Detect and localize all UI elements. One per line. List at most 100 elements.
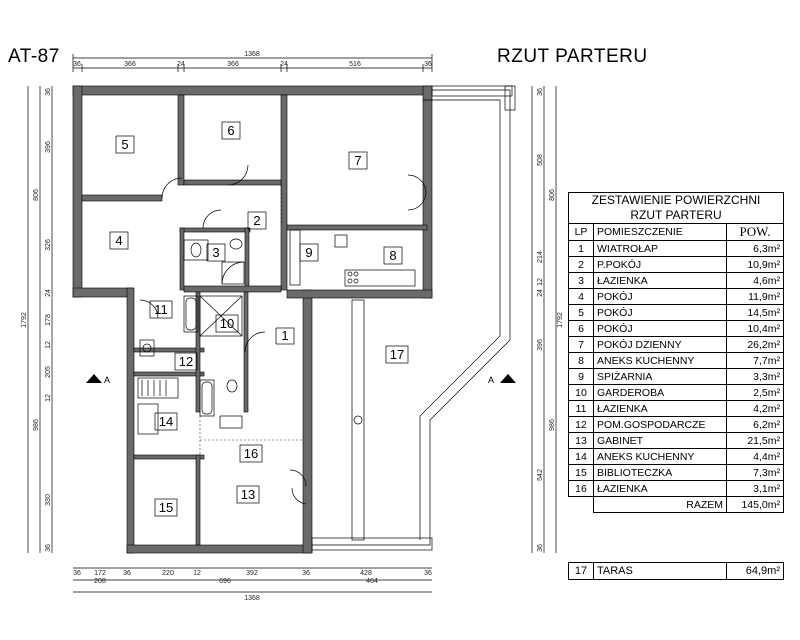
dim-seg: 24 — [177, 61, 185, 68]
svg-text:A: A — [104, 375, 110, 385]
dim-seg: 36 — [424, 570, 432, 577]
dim-seg: 24 — [280, 61, 288, 68]
left-dimension-line: 1792 36 396 806 326 24 178 12 205 12 986… — [21, 86, 53, 553]
row-area: 26,2m² — [726, 336, 784, 353]
dim-seg: 24 — [45, 289, 52, 297]
row-area: 2,5m² — [726, 384, 784, 401]
row-lp: 4 — [568, 288, 594, 305]
row-lp: 6 — [568, 320, 594, 337]
row-lp: 8 — [568, 352, 594, 369]
left-total-dim: 1792 — [21, 312, 28, 328]
dim-seg: 208 — [94, 578, 106, 585]
row-lp: 10 — [568, 384, 594, 401]
dim-seg: 986 — [33, 419, 40, 431]
dim-seg: 696 — [219, 578, 231, 585]
row-room-name: POKÓJ — [593, 288, 727, 305]
section-mark-right: A — [488, 374, 516, 385]
dim-seg: 36 — [537, 544, 544, 552]
row-lp: 12 — [568, 416, 594, 433]
row-area: 3,3m² — [726, 368, 784, 385]
interior-walls — [81, 94, 428, 546]
project-code: AT-87 — [8, 46, 60, 67]
row-area: 7,3m² — [726, 464, 784, 481]
dim-seg: 366 — [124, 61, 136, 68]
row-room-name: ANEKS KUCHENNY — [593, 352, 727, 369]
row-room-name: POM.GOSPODARCZE — [593, 416, 727, 433]
col-room: POMIESZCZENIE — [593, 223, 727, 241]
row-room-name: POKÓJ — [593, 304, 727, 321]
dim-seg: 12 — [45, 394, 52, 402]
row-area: 14,5m² — [726, 304, 784, 321]
room-number-8: 8 — [389, 248, 396, 263]
dim-seg: 396 — [537, 339, 544, 351]
dim-seg: 330 — [45, 494, 52, 506]
row-area: 6,2m² — [726, 416, 784, 433]
row-area: 7,7m² — [726, 352, 784, 369]
dim-seg: 516 — [349, 61, 361, 68]
row-lp: 15 — [568, 464, 594, 481]
row-room-name: POKÓJ — [593, 320, 727, 337]
dim-seg: 464 — [366, 578, 378, 585]
table-title: ZESTAWIENIE POWIERZCHNI RZUT PARTERU — [568, 192, 784, 224]
dim-seg: 36 — [45, 544, 52, 552]
room-number-2: 2 — [253, 213, 260, 228]
row-lp: 16 — [568, 480, 594, 497]
dim-seg: 36 — [424, 61, 432, 68]
dim-seg: 508 — [537, 154, 544, 166]
row-room-name: SPIŻARNIA — [593, 368, 727, 385]
dim-seg: 12 — [537, 278, 544, 286]
table-total-row: RAZEM 145,0m² — [569, 496, 784, 513]
row-room-name: ANEKS KUCHENNY — [593, 448, 727, 465]
table-title-line1: ZESTAWIENIE POWIERZCHNI — [591, 193, 761, 207]
dim-seg: 392 — [246, 570, 258, 577]
table-title-line2: RZUT PARTERU — [630, 208, 722, 222]
dim-seg: 428 — [360, 570, 372, 577]
row-room-name: BIBLIOTECZKA — [593, 464, 727, 481]
dim-seg: 178 — [45, 314, 52, 326]
table-header-row: LP POMIESZCZENIE POW. — [568, 223, 784, 241]
bottom-dimension-line: 36 172 36 220 12 392 36 428 36 208 696 4… — [73, 567, 432, 602]
row-room-name: ŁAZIENKA — [593, 480, 727, 497]
dim-seg: 806 — [33, 189, 40, 201]
dim-seg: 36 — [123, 570, 131, 577]
row-lp: 13 — [568, 432, 594, 449]
dim-seg: 986 — [549, 419, 556, 431]
row-lp: 2 — [568, 256, 594, 273]
area-summary-table: ZESTAWIENIE POWIERZCHNI RZUT PARTERU LP … — [568, 192, 784, 513]
bottom-total-dim: 1368 — [244, 595, 260, 602]
dim-seg: 36 — [302, 570, 310, 577]
room-number-3: 3 — [212, 245, 219, 260]
room-number-6: 6 — [227, 123, 234, 138]
room-number-1: 1 — [281, 328, 288, 343]
terrace-lp: 17 — [568, 562, 594, 580]
row-room-name: POKÓJ DZIENNY — [593, 336, 727, 353]
dim-seg: 214 — [537, 251, 544, 263]
room-number-13: 13 — [241, 487, 255, 502]
terrace-summary: 17 TARAS 64,9m² — [568, 562, 784, 580]
row-area: 6,3m² — [726, 240, 784, 257]
room-number-11: 11 — [154, 302, 168, 317]
room-number-15: 15 — [159, 500, 173, 515]
row-room-name: WIATROŁAP — [593, 240, 727, 257]
room-number-17: 17 — [390, 347, 404, 362]
dim-seg: 12 — [193, 570, 201, 577]
section-mark-left: A — [86, 374, 110, 385]
top-total-dim: 1368 — [244, 51, 260, 58]
room-number-7: 7 — [354, 153, 361, 168]
row-area: 11,9m² — [726, 288, 784, 305]
total-value: 145,0m² — [726, 496, 784, 513]
room-number-16: 16 — [244, 446, 258, 461]
exterior-walls — [72, 85, 433, 554]
fixtures — [137, 164, 427, 505]
